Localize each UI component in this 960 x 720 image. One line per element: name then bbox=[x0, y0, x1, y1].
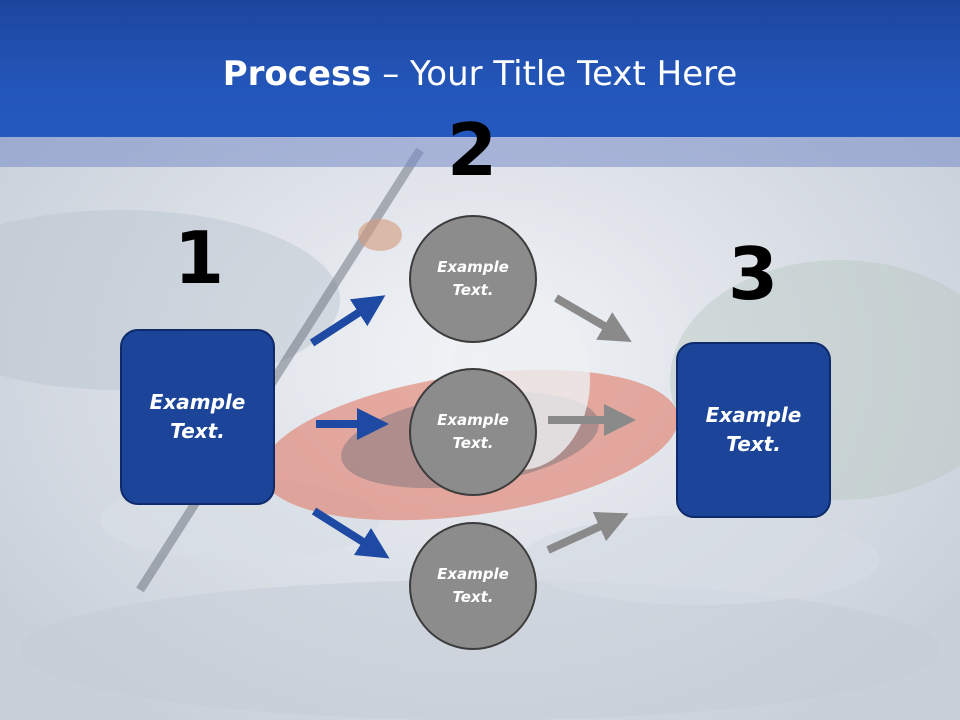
step-box-3-text: Example Text. bbox=[705, 403, 802, 456]
step-circle-1[interactable]: Example Text. bbox=[409, 215, 537, 343]
title-rest: – Your Title Text Here bbox=[371, 54, 738, 94]
step-circle-2-text: Example Text. bbox=[437, 411, 509, 452]
arrow-gray-up bbox=[546, 512, 629, 554]
step-box-1[interactable]: Example Text. bbox=[120, 329, 275, 505]
title-strip bbox=[0, 137, 960, 167]
step-box-1-text: Example Text. bbox=[149, 390, 246, 443]
step-number-3: 3 bbox=[727, 232, 779, 316]
step-number-2: 2 bbox=[446, 108, 498, 192]
title-bar bbox=[0, 0, 960, 137]
arrow-blue-up bbox=[309, 295, 386, 347]
step-circle-2[interactable]: Example Text. bbox=[409, 368, 537, 496]
slide-title: Process – Your Title Text Here bbox=[0, 52, 960, 96]
step-circle-3[interactable]: Example Text. bbox=[409, 522, 537, 650]
arrow-gray-down bbox=[553, 294, 632, 343]
step-number-1: 1 bbox=[173, 216, 225, 300]
title-bold: Process bbox=[222, 54, 372, 94]
step-box-3[interactable]: Example Text. bbox=[676, 342, 831, 518]
arrow-blue-down bbox=[311, 507, 390, 559]
step-circle-1-text: Example Text. bbox=[437, 258, 509, 299]
step-circle-3-text: Example Text. bbox=[437, 565, 509, 606]
